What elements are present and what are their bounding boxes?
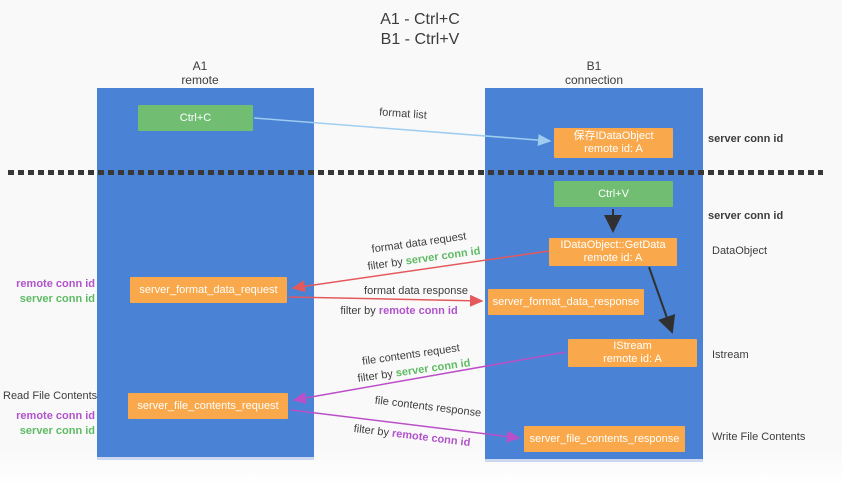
node-istream-subtitle: remote id: A [603, 353, 662, 365]
title-line-1: A1 - Ctrl+C [380, 11, 460, 28]
node-ctrl-v: Ctrl+V [554, 181, 673, 207]
lane-a1-role: remote [181, 73, 219, 87]
lane-b1-role: connection [564, 73, 624, 87]
filter-by-text: filter by [356, 368, 394, 385]
title-line-2: B1 - Ctrl+V [380, 31, 460, 48]
left-conn-id-pair-2: remote conn id server conn id [10, 409, 95, 439]
lane-header-b1: B1 connection [534, 59, 654, 87]
session-divider-dotted-line [8, 170, 823, 175]
left-conn-id-pair-1: remote conn id server conn id [10, 277, 95, 307]
node-istream-title: IStream [613, 340, 652, 352]
right-label-write-file-contents: Write File Contents [712, 431, 806, 443]
remote-conn-id-text: remote conn id [391, 427, 471, 450]
node-istream: IStream remote id: A [568, 339, 697, 367]
filter-by-text: filter by [366, 256, 404, 273]
lane-header-a1: A1 remote [140, 59, 260, 87]
node-save-idataobject-subtitle: remote id: A [584, 143, 643, 155]
node-idataobject-getdata: IDataObject::GetData remote id: A [549, 238, 677, 266]
left-remote-conn-id-2: remote conn id [16, 410, 95, 422]
left-server-conn-id-2: server conn id [19, 425, 95, 437]
filter-by-text: filter by [353, 422, 390, 440]
left-remote-conn-id-1: remote conn id [16, 278, 95, 290]
lane-a1-name: A1 [192, 59, 208, 73]
node-ctrl-c: Ctrl+C [138, 105, 253, 131]
node-sfcreq-label: server_file_contents_request [137, 399, 279, 412]
left-server-conn-id-1: server conn id [19, 293, 95, 305]
right-label-dataobject: DataObject [712, 245, 768, 257]
node-server-format-data-request: server_format_data_request [130, 277, 287, 303]
filter-by-text: filter by [340, 305, 376, 317]
left-label-read-file-contents: Read File Contents [3, 390, 98, 402]
edge-label-filter-remote-2: filter by remote conn id [353, 423, 471, 449]
node-server-format-data-response: server_format_data_response [488, 289, 644, 315]
right-label-server-conn-id-top: server conn id [708, 133, 784, 145]
node-ctrl-c-label: Ctrl+C [179, 111, 212, 124]
node-save-idataobject-title: 保存IDataObject [573, 130, 654, 142]
right-label-istream: Istream [712, 349, 749, 361]
node-sfdreq-label: server_format_data_request [139, 283, 278, 296]
node-sfdresp-label: server_format_data_response [492, 295, 640, 308]
lane-b1-name: B1 [586, 59, 602, 73]
edge-label-format-data-response: format data response [364, 285, 468, 297]
diagram-title: A1 - Ctrl+C B1 - Ctrl+V [310, 10, 530, 50]
node-ctrl-v-label: Ctrl+V [598, 187, 629, 200]
edge-label-format-list: format list [378, 106, 428, 122]
node-server-file-contents-response: server_file_contents_response [524, 426, 685, 452]
node-server-file-contents-request: server_file_contents_request [128, 393, 288, 419]
arrow-format-data-response [288, 294, 484, 307]
node-save-idataobject: 保存IDataObject remote id: A [554, 128, 673, 158]
remote-conn-id-text: remote conn id [378, 305, 458, 317]
node-getdata-title: IDataObject::GetData [560, 239, 666, 251]
node-getdata-subtitle: remote id: A [583, 252, 643, 264]
right-label-server-conn-id-mid: server conn id [708, 210, 784, 222]
edge-label-file-contents-response: file contents response [374, 394, 482, 420]
edge-label-filter-remote-1: filter by remote conn id [340, 305, 457, 317]
node-sfcresp-label: server_file_contents_response [529, 432, 680, 445]
